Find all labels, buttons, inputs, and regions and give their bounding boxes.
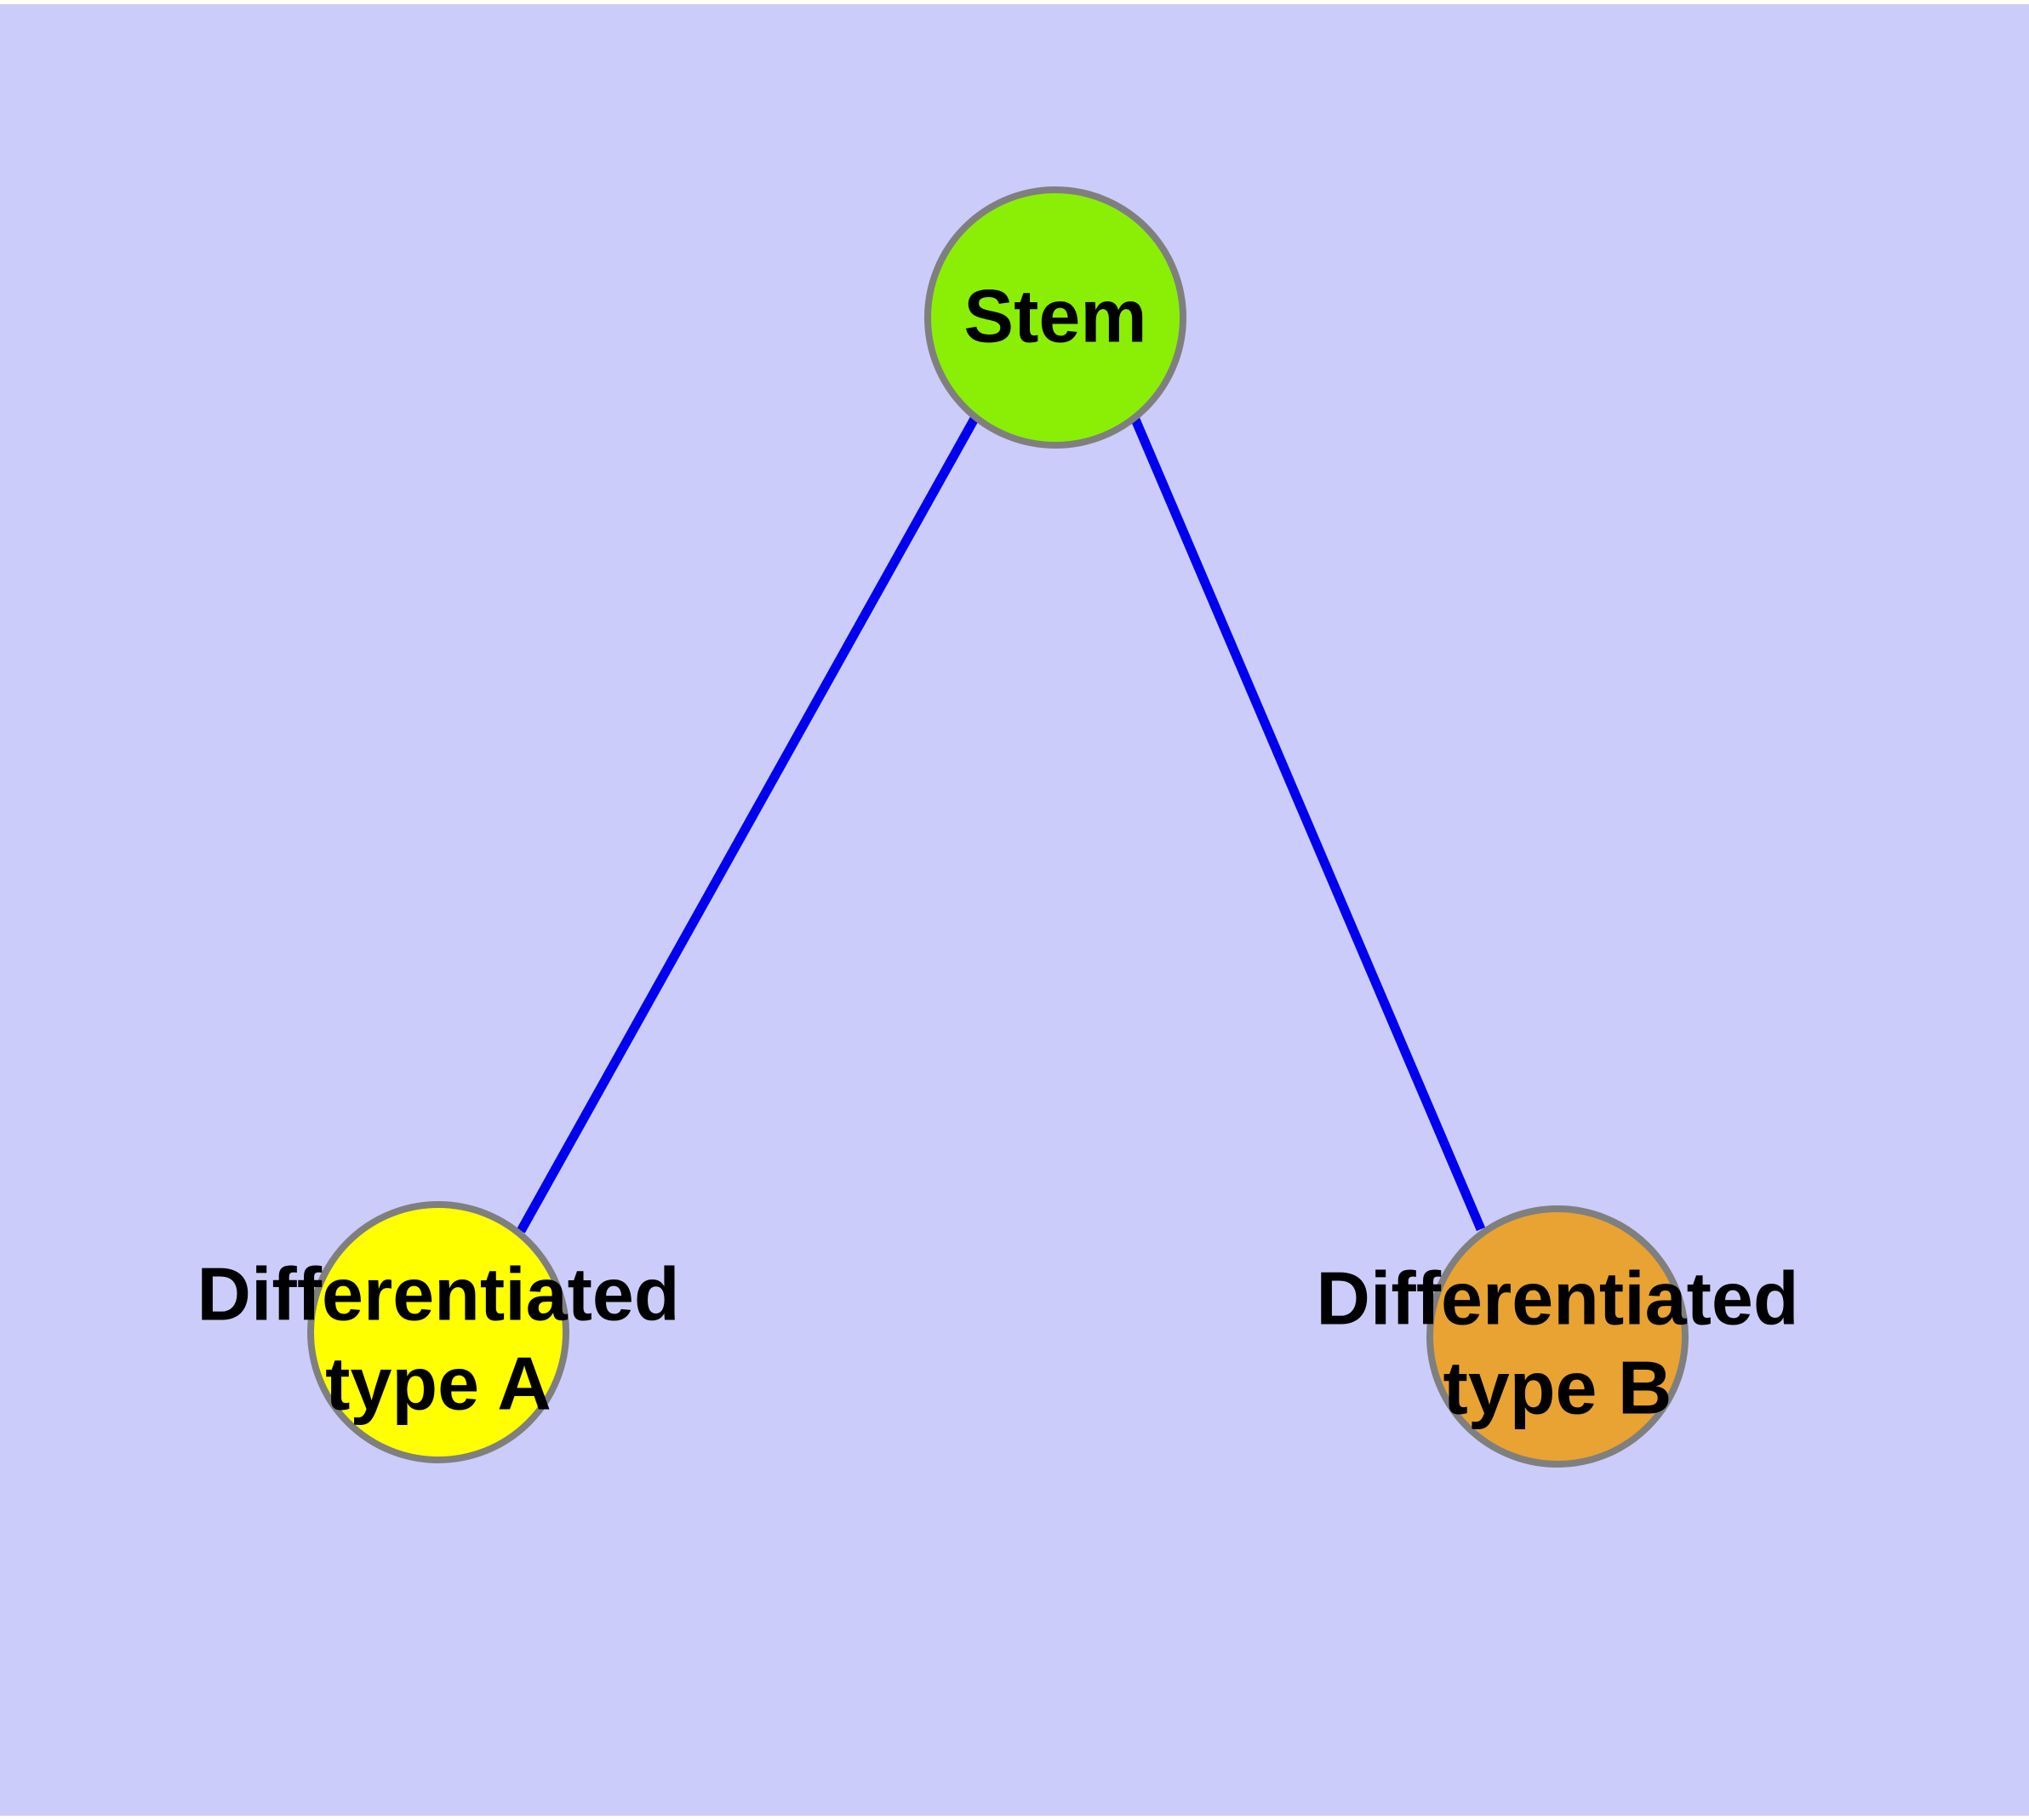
node-differentiated-type-a-label-line2: type A [325, 1341, 552, 1425]
node-stem-circle[interactable] [924, 186, 1186, 449]
node-differentiated-type-b-label-line2: type B [1443, 1345, 1672, 1429]
edge-stem-to-differentiated-type-a[interactable] [517, 415, 980, 1233]
edge-stem-to-differentiated-type-b[interactable] [1129, 413, 1486, 1232]
node-differentiated-type-b-label-line1: Differentiated [1316, 1256, 1798, 1340]
node-differentiated-type-b-circle[interactable] [1426, 1205, 1689, 1468]
node-differentiated-type-b[interactable]: Differentiated type B [1316, 1205, 1799, 1468]
node-stem[interactable]: Stem [924, 186, 1186, 449]
edge-group [517, 413, 1486, 1233]
node-stem-label: Stem [963, 273, 1146, 358]
node-differentiated-type-a-circle[interactable] [307, 1201, 569, 1463]
node-differentiated-type-a[interactable]: Differentiated type A [197, 1201, 680, 1463]
node-differentiated-type-a-label-line1: Differentiated [197, 1251, 679, 1336]
